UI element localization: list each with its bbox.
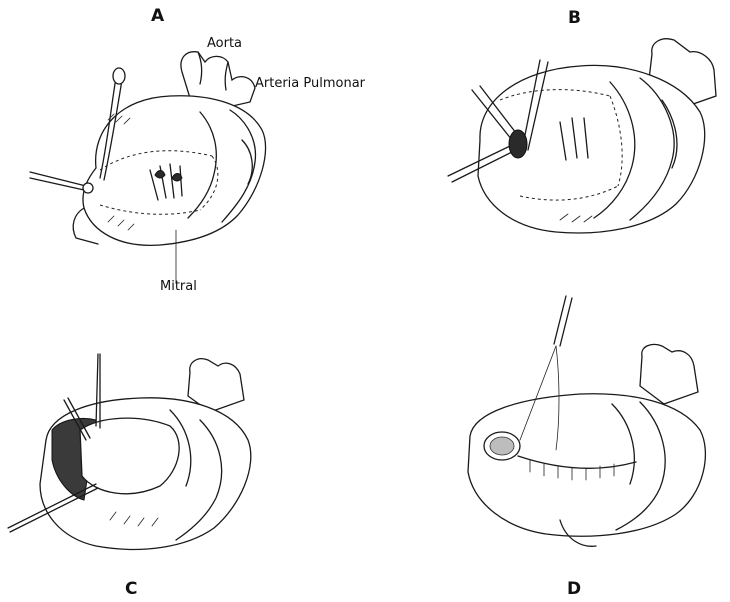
pulmonary-artery-label: Arteria Pulmonar (255, 76, 366, 91)
panel-a-letter: A (151, 6, 165, 26)
aorta-label: Aorta (207, 36, 243, 51)
panel-a-drawing (29, 51, 267, 283)
panel-d-letter: D (567, 579, 582, 599)
panel-b-drawing (447, 38, 717, 234)
panel-b-letter: B (568, 8, 581, 28)
panel-d-drawing (467, 295, 707, 547)
panel-c-drawing (7, 353, 252, 551)
mitral-label: Mitral (160, 279, 197, 294)
panel-c-letter: C (125, 579, 138, 599)
